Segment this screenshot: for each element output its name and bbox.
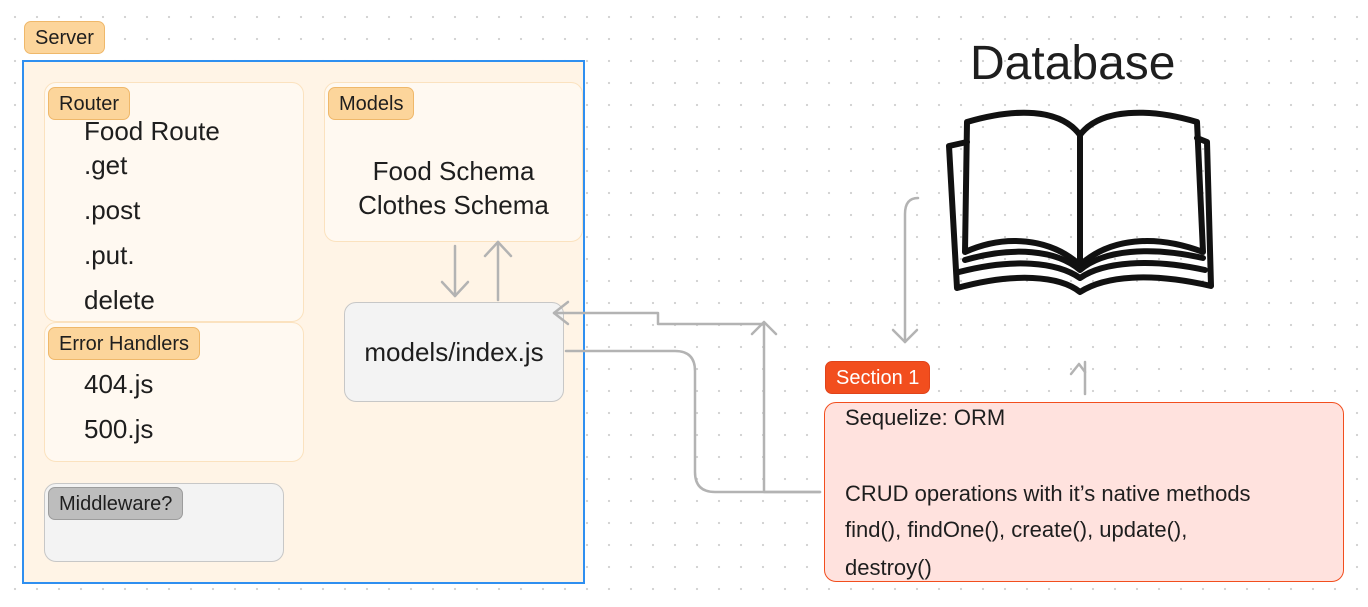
models-item-clothes-schema: Clothes Schema bbox=[358, 190, 549, 220]
section-line-methods: find(), findOne(), create(), update(), bbox=[845, 517, 1188, 542]
error-handler-500: 500.js bbox=[84, 414, 154, 444]
models-label: Models bbox=[328, 87, 415, 120]
open-book-icon bbox=[946, 109, 1214, 295]
router-item-delete: delete bbox=[84, 285, 155, 315]
connector-database-to-section bbox=[903, 196, 920, 344]
section-line-crud: CRUD operations with it’s native methods bbox=[845, 481, 1251, 506]
models-item-food-schema: Food Schema bbox=[372, 156, 535, 186]
section-line-orm: Sequelize: ORM bbox=[845, 405, 1006, 430]
router-label: Router bbox=[48, 87, 131, 120]
error-handlers-label: Error Handlers bbox=[48, 327, 201, 360]
section-label: Section 1 bbox=[825, 361, 931, 394]
middleware-label: Middleware? bbox=[48, 487, 184, 520]
router-item-put: .put. bbox=[84, 240, 135, 270]
database-title: Database bbox=[970, 37, 1176, 90]
models-index-box[interactable] bbox=[344, 302, 564, 402]
router-item-post: .post bbox=[84, 195, 141, 225]
server-label: Server bbox=[24, 21, 105, 54]
error-handler-404: 404.js bbox=[84, 369, 154, 399]
models-index-label: models/index.js bbox=[364, 337, 544, 367]
connector-index-to-section bbox=[564, 349, 822, 494]
router-box[interactable] bbox=[44, 82, 304, 322]
connector-section-to-index bbox=[552, 311, 822, 494]
section-note[interactable]: Sequelize: ORM CRUD operations with it’s… bbox=[824, 402, 1344, 582]
router-item-food-route: Food Route bbox=[84, 116, 220, 146]
section-line-destroy: destroy() bbox=[845, 555, 932, 580]
router-item-get: .get bbox=[84, 150, 128, 180]
